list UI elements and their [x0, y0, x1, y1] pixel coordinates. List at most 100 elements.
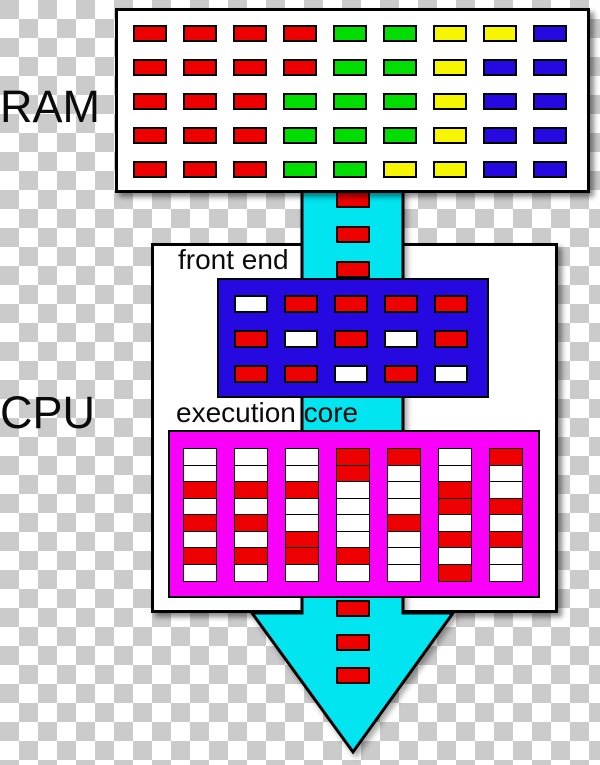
pipeline-stage-cell	[183, 563, 217, 582]
memory-cell	[533, 127, 567, 144]
pipeline-stage-cell	[438, 448, 472, 466]
front-end-cell	[384, 365, 418, 383]
execution-core-label: execution core	[176, 397, 359, 428]
pipeline-stage-cell	[234, 547, 268, 565]
pipeline-stage-cell	[285, 563, 319, 582]
front-end-cell	[384, 295, 418, 313]
pipeline-stage-cell	[387, 448, 421, 466]
pipeline-stage-cell	[336, 497, 370, 516]
front-end-cell	[434, 330, 468, 348]
front-end-cell	[334, 330, 368, 348]
memory-cell	[533, 93, 567, 110]
memory-cell	[433, 93, 467, 110]
instruction-token	[336, 226, 370, 243]
pipeline-stage-cell	[285, 464, 319, 483]
pipeline-stage-cell	[489, 563, 523, 582]
pipeline-column	[438, 448, 472, 582]
execution-core-box	[168, 430, 540, 598]
front-end-cell	[234, 365, 268, 383]
memory-cell	[283, 127, 317, 144]
memory-cell	[333, 59, 367, 76]
pipeline-stage-cell	[387, 481, 421, 499]
memory-cell	[183, 127, 217, 144]
front-end-cell	[384, 330, 418, 348]
pipeline-stage-cell	[234, 530, 268, 549]
front-end-cell	[234, 295, 268, 313]
memory-cell	[283, 25, 317, 42]
pipeline-stage-cell	[183, 514, 217, 532]
pipeline-column	[285, 448, 319, 582]
memory-cell	[483, 161, 517, 178]
instruction-token	[336, 634, 370, 651]
memory-cell	[133, 161, 167, 178]
memory-cell	[383, 127, 417, 144]
memory-cell	[183, 25, 217, 42]
pipeline-stage-cell	[285, 481, 319, 499]
pipeline-stage-cell	[285, 530, 319, 549]
memory-cell	[233, 93, 267, 110]
pipeline-stage-cell	[234, 514, 268, 532]
memory-cell	[433, 25, 467, 42]
memory-cell	[233, 161, 267, 178]
pipeline-stage-cell	[489, 497, 523, 516]
pipeline-stage-cell	[489, 481, 523, 499]
pipeline-stage-cell	[387, 530, 421, 549]
memory-cell	[483, 59, 517, 76]
pipeline-stage-cell	[183, 464, 217, 483]
memory-cell	[133, 127, 167, 144]
pipeline-stage-cell	[234, 481, 268, 499]
pipeline-stage-cell	[336, 464, 370, 483]
front-end-cell	[284, 330, 318, 348]
memory-cell	[183, 93, 217, 110]
pipeline-stage-cell	[438, 497, 472, 516]
memory-cell	[533, 25, 567, 42]
memory-cell	[533, 161, 567, 178]
memory-cell	[383, 93, 417, 110]
front-end-box	[217, 278, 489, 398]
ram-label: RAM	[0, 81, 100, 132]
pipeline-stage-cell	[234, 464, 268, 483]
pipeline-stage-cell	[234, 497, 268, 516]
instruction-token	[336, 261, 370, 278]
ram-box	[115, 8, 590, 193]
memory-cell	[433, 161, 467, 178]
memory-cell	[533, 59, 567, 76]
memory-cell	[383, 59, 417, 76]
pipeline-column	[234, 448, 268, 582]
pipeline-stage-cell	[285, 448, 319, 466]
front-end-cell	[434, 365, 468, 383]
pipeline-stage-cell	[387, 514, 421, 532]
front-end-cell	[284, 365, 318, 383]
memory-cell	[333, 127, 367, 144]
pipeline-stage-cell	[336, 547, 370, 565]
pipeline-stage-cell	[336, 514, 370, 532]
pipeline-stage-cell	[336, 448, 370, 466]
pipeline-stage-cell	[438, 514, 472, 532]
pipeline-stage-cell	[387, 563, 421, 582]
memory-cell	[483, 93, 517, 110]
pipeline-stage-cell	[336, 481, 370, 499]
pipeline-stage-cell	[438, 481, 472, 499]
pipeline-stage-cell	[285, 514, 319, 532]
memory-cell	[433, 127, 467, 144]
memory-cell	[483, 25, 517, 42]
memory-cell	[133, 59, 167, 76]
pipeline-stage-cell	[234, 563, 268, 582]
pipeline-stage-cell	[183, 448, 217, 466]
front-end-grid	[219, 280, 487, 383]
pipeline-stage-cell	[336, 530, 370, 549]
memory-cell	[383, 25, 417, 42]
instruction-token	[336, 600, 370, 617]
front-end-cell	[334, 365, 368, 383]
pipeline-column	[489, 448, 523, 582]
memory-cell	[183, 161, 217, 178]
pipeline-stage-cell	[336, 563, 370, 582]
pipeline-stage-cell	[183, 547, 217, 565]
pipeline-stage-cell	[183, 530, 217, 549]
memory-cell	[333, 93, 367, 110]
pipeline-column	[336, 448, 370, 582]
pipeline-stage-cell	[183, 497, 217, 516]
memory-cell	[233, 25, 267, 42]
pipeline-stage-cell	[438, 563, 472, 582]
memory-cell	[433, 59, 467, 76]
